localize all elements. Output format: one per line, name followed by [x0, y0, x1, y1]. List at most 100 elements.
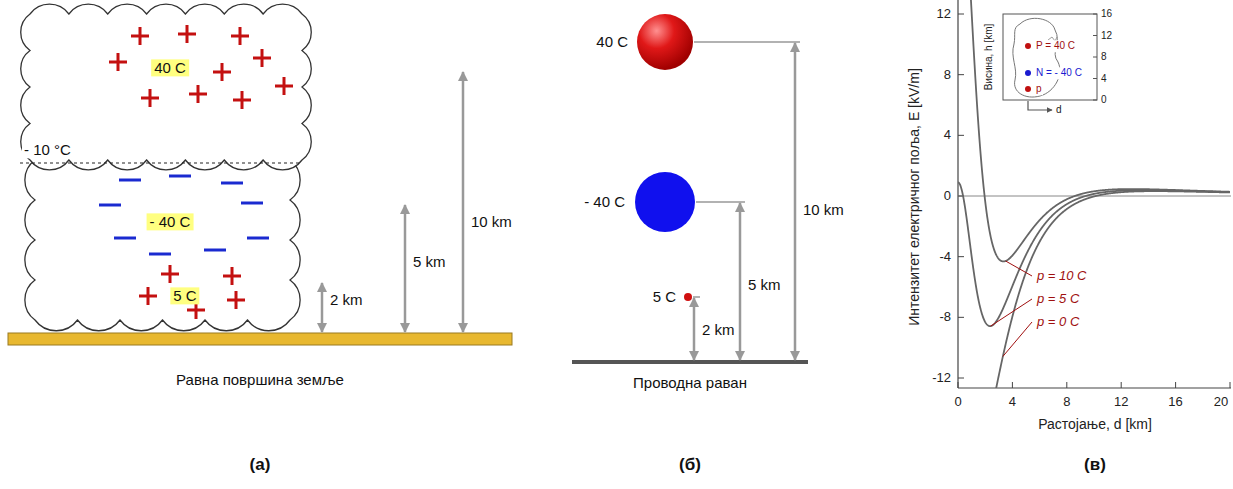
panel-caption: Проводна раван	[633, 374, 747, 391]
minus-sign	[204, 249, 226, 252]
charge-label: 40 C	[151, 59, 189, 76]
plus-sign	[109, 53, 127, 71]
curve-label: p = 5 C	[1035, 292, 1081, 307]
plus-sign	[141, 89, 159, 107]
cloud-region: 40 C - 40 C 5 C	[20, 0, 310, 330]
tick-mark	[1230, 382, 1231, 388]
distance-arrow	[1028, 101, 1052, 110]
plus-sign	[131, 27, 149, 45]
plus-sign	[253, 49, 271, 67]
plus-sign	[178, 25, 196, 43]
inset-charge-dot	[1025, 70, 1031, 76]
cloud-outline	[21, 4, 312, 170]
curve-label: p = 0 C	[1035, 315, 1081, 330]
height-label: 5 km	[748, 276, 781, 293]
height-arrow	[739, 203, 742, 360]
y-tick-label: -4	[939, 249, 951, 264]
cloud-group	[21, 4, 312, 331]
inset-charge-dot	[1025, 86, 1031, 92]
tick-mark	[958, 74, 964, 75]
field-curve	[958, 0, 1230, 261]
tick-mark	[958, 14, 964, 15]
tick-mark	[1066, 382, 1067, 388]
negative-charge-sphere	[635, 172, 695, 232]
height-arrow	[404, 205, 407, 332]
charge-label: - 40 C	[584, 193, 625, 210]
height-label: 2 km	[330, 291, 363, 308]
inset-charge-label: P = 40 C	[1035, 40, 1076, 52]
minus-sign	[114, 237, 136, 240]
charge-label: 5 C	[653, 288, 676, 305]
leader-line	[1006, 261, 1032, 276]
y-axis-title: Интензитет електричног поља, E [kV/m]	[906, 68, 922, 326]
tick-mark	[1175, 382, 1176, 388]
height-label: 10 km	[803, 201, 844, 218]
leader-line	[1003, 322, 1032, 356]
y-tick-label: 0	[944, 189, 951, 204]
minus-sign	[149, 253, 171, 256]
inset-frame	[1003, 14, 1097, 100]
panel-letter: (в)	[1084, 455, 1106, 475]
small-charge-dot	[684, 293, 692, 301]
inset-tick-label: 12	[1101, 30, 1112, 42]
charge-label: 40 C	[596, 33, 628, 50]
height-arrow	[794, 43, 797, 360]
inset-axis-title: Висина, h [km]	[983, 24, 995, 91]
plus-sign	[231, 27, 249, 45]
height-label: 2 km	[702, 321, 735, 338]
inset-charge-label: N = - 40 C	[1035, 67, 1083, 79]
panel-caption: Равна површина земље	[176, 371, 344, 388]
tick-mark	[958, 256, 964, 257]
inset-cloud-outline	[1013, 18, 1060, 97]
height-arrow	[693, 298, 696, 360]
x-tick-label: 20	[1214, 395, 1228, 410]
tick-mark	[958, 378, 964, 379]
minus-sign	[221, 182, 243, 185]
level-line	[696, 201, 745, 203]
ground-bar	[8, 333, 512, 345]
inset-tick-label: 16	[1101, 8, 1112, 20]
inset-charge-label: p	[1035, 83, 1043, 95]
level-line	[694, 41, 800, 43]
height-arrow	[462, 72, 465, 332]
plus-sign	[233, 91, 251, 109]
x-tick-label: 12	[1114, 395, 1128, 410]
tick-mark	[1093, 57, 1097, 58]
minus-sign	[99, 204, 121, 207]
height-arrow	[321, 283, 324, 332]
height-label: 5 km	[413, 253, 446, 270]
plus-sign	[227, 291, 245, 309]
curve-label: p = 10 C	[1035, 269, 1089, 284]
plus-sign	[213, 63, 231, 81]
inset-charge-dot	[1025, 43, 1031, 49]
panel-letter: (a)	[250, 455, 271, 475]
plus-sign	[139, 287, 157, 305]
x-axis-title: Растојање, d [km]	[1038, 416, 1152, 432]
x-tick-label: 16	[1168, 395, 1182, 410]
tick-mark	[1093, 78, 1097, 79]
plus-sign	[275, 77, 293, 95]
height-label: 10 km	[471, 213, 512, 230]
inset-tick-label: 4	[1101, 73, 1107, 85]
x-tick-label: 8	[1063, 395, 1070, 410]
charge-label: 5 C	[170, 287, 199, 304]
inset-distance-label: d	[1056, 104, 1062, 116]
field-chart	[958, 0, 1231, 489]
x-tick-label: 4	[1009, 395, 1016, 410]
field-curve	[958, 182, 1230, 326]
y-tick-label: -8	[939, 310, 951, 325]
minus-sign	[119, 179, 141, 182]
minus-sign	[241, 202, 263, 205]
tick-mark	[958, 135, 964, 136]
tick-mark	[958, 382, 959, 388]
x-tick-label: 0	[954, 395, 961, 410]
leader-line	[991, 299, 1032, 326]
x-axis	[958, 387, 1231, 388]
charge-label: - 40 C	[147, 213, 194, 230]
field-curve	[958, 191, 1230, 388]
isotherm-line	[20, 162, 300, 163]
inset-tick-label: 0	[1101, 94, 1107, 106]
y-axis	[957, 0, 958, 388]
positive-charge-sphere	[637, 14, 693, 70]
